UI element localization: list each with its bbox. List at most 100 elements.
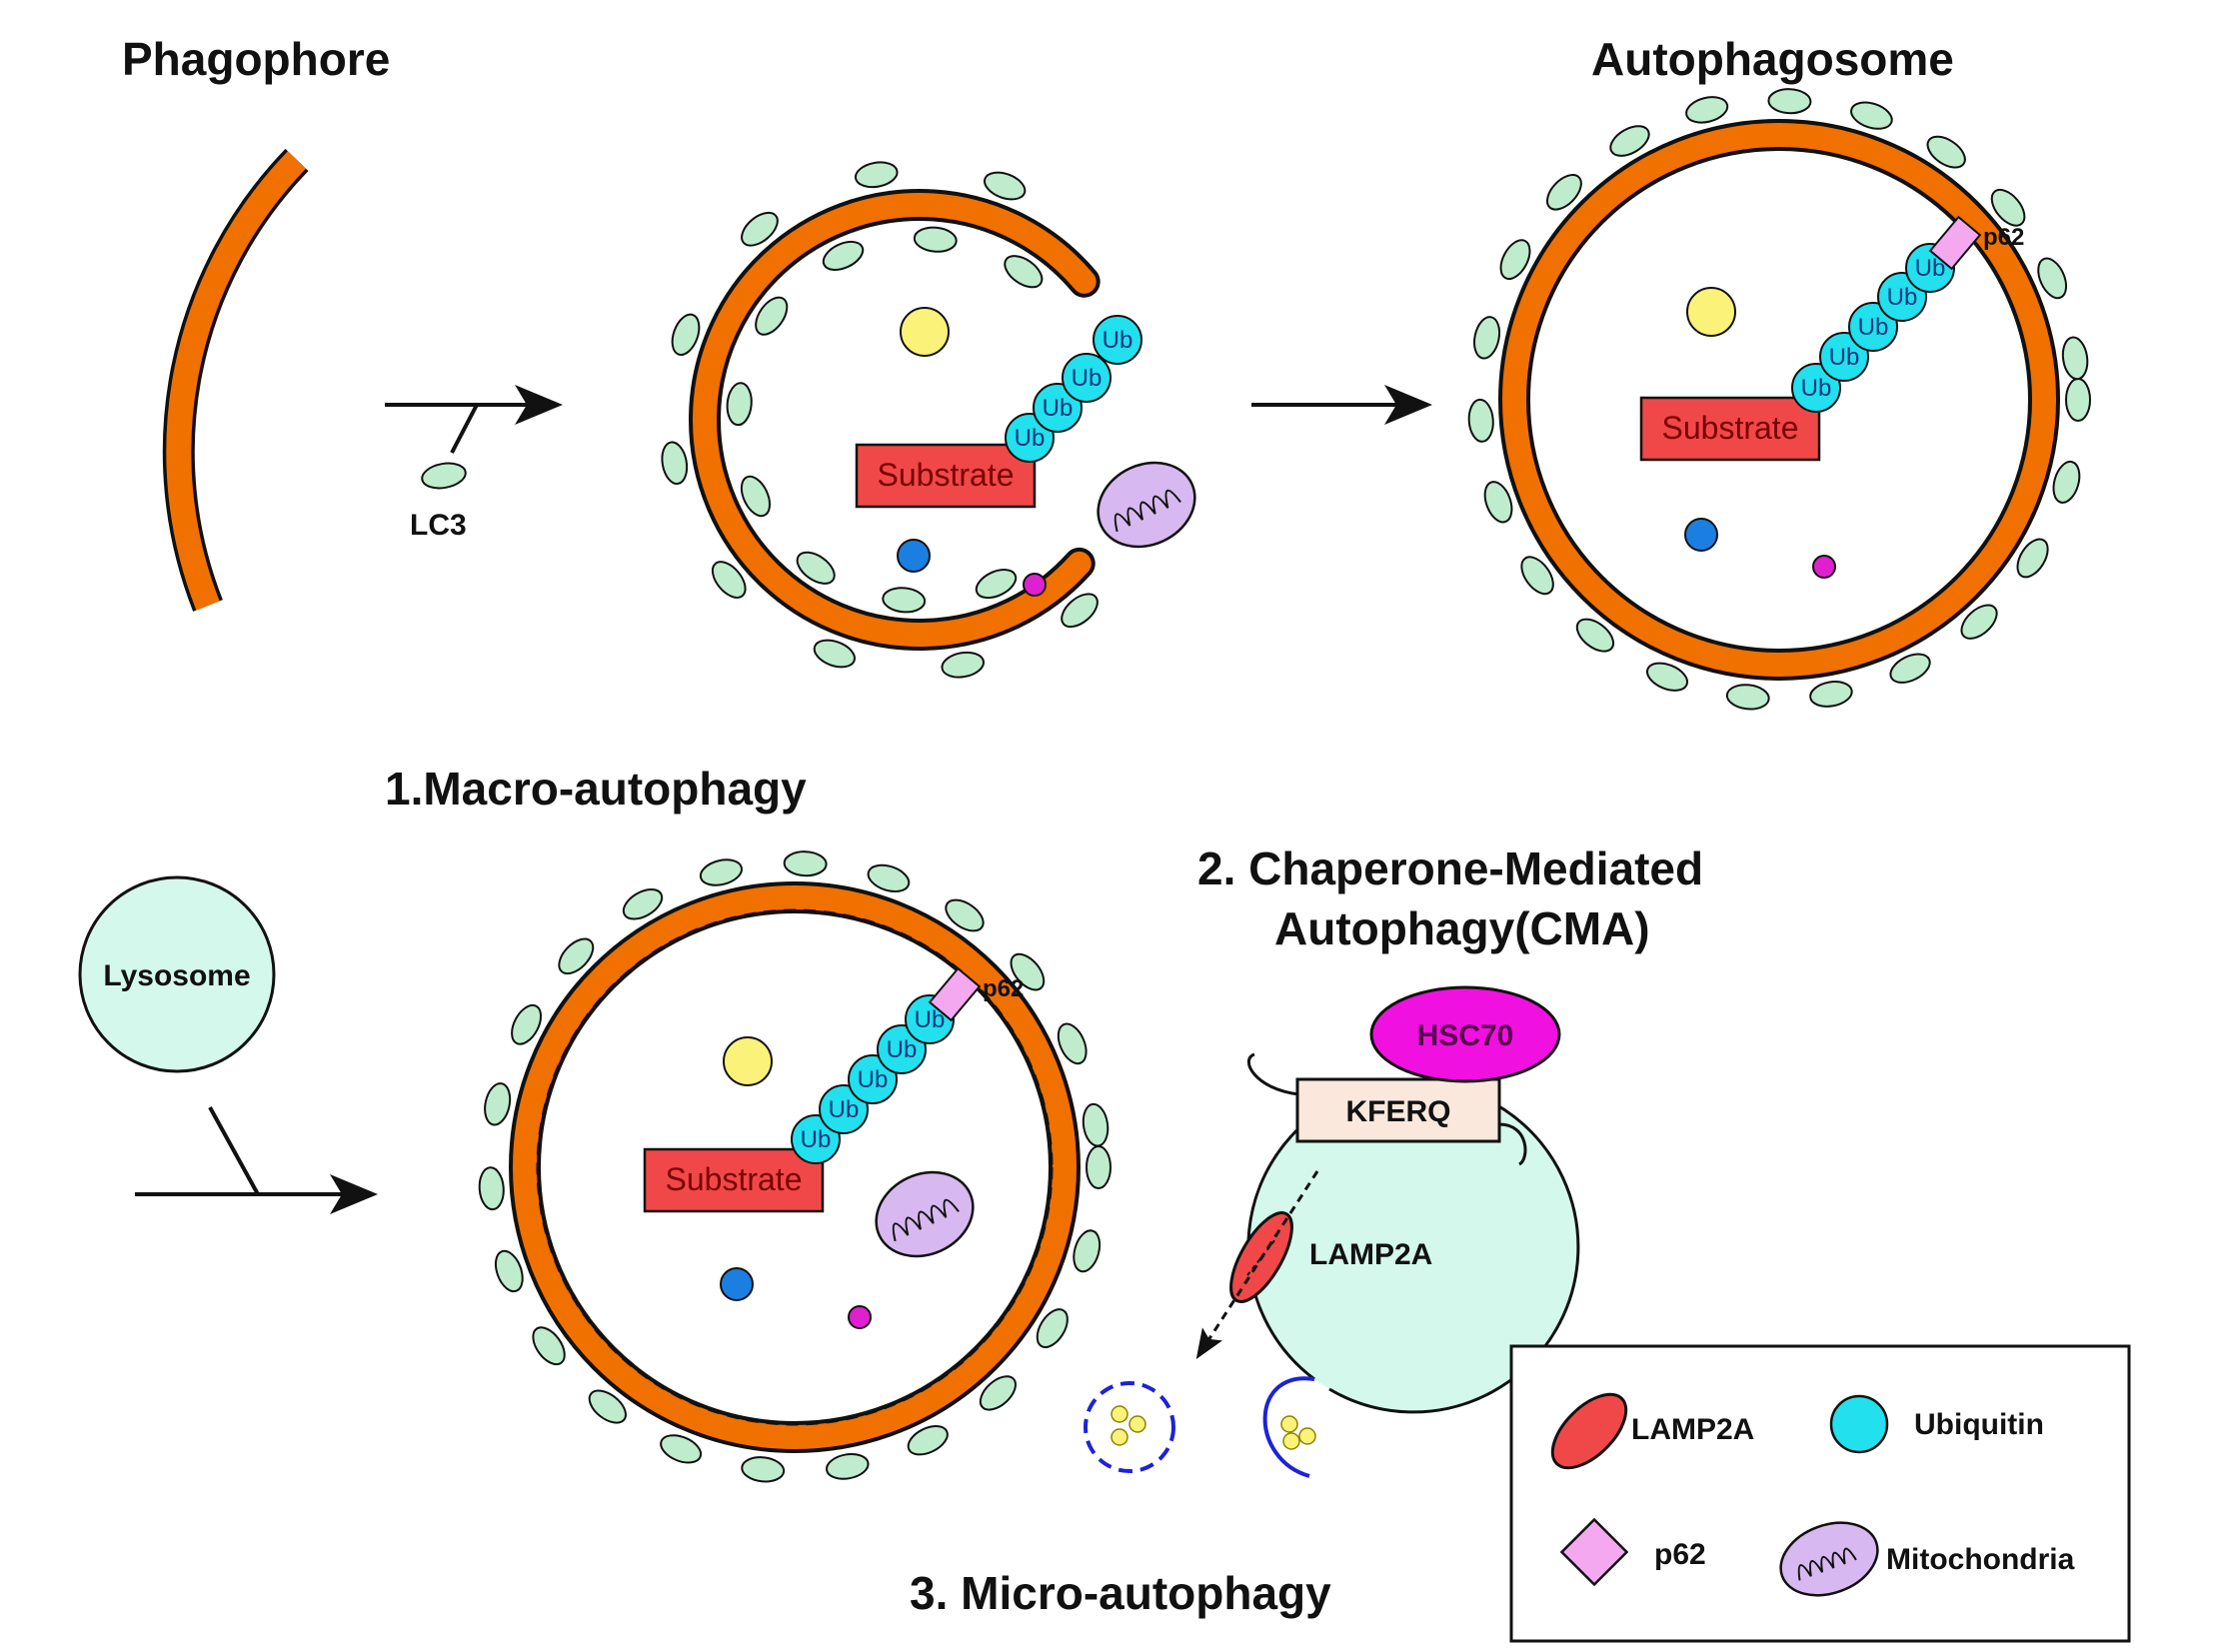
kferq-box: [1295, 1077, 1501, 1143]
autophagosome-membrane: [1502, 123, 2056, 677]
lc3-protein: [1725, 684, 1770, 711]
mitochondria-cristae: [1113, 489, 1181, 533]
ubiquitin-label: Ub: [1103, 327, 1133, 354]
lc3-protein: [1036, 1308, 1069, 1349]
lc3-protein: [1473, 316, 1501, 360]
lc3-protein: [1809, 681, 1853, 708]
lc3-protein: [1467, 398, 1494, 443]
ubiquitin-bead: [1093, 315, 1142, 365]
legend-mitochondria-label: Mitochondria: [1886, 1543, 2075, 1576]
lc3-protein: [741, 1456, 786, 1483]
macro-autophagy-title: 1.Macro-autophagy: [385, 763, 807, 815]
lc3-protein: [2037, 257, 2068, 300]
cargo-vesicle-blue: [1684, 518, 1718, 552]
lc3-protein: [1850, 101, 1893, 130]
lc3-protein: [755, 296, 789, 336]
ubiquitin-label: Ub: [1858, 314, 1889, 341]
cma-title-line1: 2. Chaperone-Mediated: [1197, 842, 1703, 894]
lc3-protein: [711, 561, 747, 599]
lc3-protein: [854, 161, 899, 189]
lc3-protein: [975, 569, 1018, 600]
cargo-vesicle-yellow: [1686, 287, 1736, 337]
lc3-protein: [1010, 952, 1046, 991]
ubiquitin-label: Ub: [858, 1066, 889, 1093]
lc3-protein: [813, 639, 856, 669]
lysosome-circle: [78, 875, 276, 1073]
lc3-protein: [1520, 556, 1554, 596]
ubiquitin-label: Ub: [801, 1126, 832, 1153]
lc3-protein: [882, 587, 927, 614]
lysosome-inner-membrane: [536, 908, 1054, 1426]
lc3-protein: [511, 1003, 543, 1045]
kferq-hsc70-complex: [1247, 985, 1561, 1166]
lc3-protein: [1057, 1022, 1088, 1065]
lc3-protein: [945, 898, 985, 932]
substrate-label: Substrate: [878, 457, 1015, 493]
lc3-protein: [660, 1434, 703, 1464]
lc3-protein: [726, 382, 753, 427]
lc3-protein: [1767, 88, 1812, 115]
lc3-protein: [1545, 174, 1582, 211]
lamp2a-icon: [1550, 1392, 1628, 1470]
substrate-box: [855, 443, 1037, 509]
cargo-vesicle-yellow: [723, 1036, 773, 1086]
lc3-protein: [1646, 662, 1688, 692]
lc3-protein: [484, 1082, 512, 1126]
lc3-protein: [1086, 1145, 1111, 1189]
lc3-arrow: [385, 385, 563, 490]
lc3-protein: [1926, 135, 1966, 169]
substrate-box: [643, 1147, 825, 1213]
autophagosome-title: Autophagosome: [1591, 33, 1954, 85]
hsc70-label: HSC70: [1417, 1019, 1514, 1052]
lc3-protein: [1061, 593, 1099, 629]
lc3-protein: [2061, 336, 2089, 381]
legend: LAMP2A Ubiquitin p62 Mitochondria: [1509, 1344, 2131, 1643]
substrate-label: Substrate: [1662, 410, 1799, 446]
lc3-protein: [822, 240, 865, 271]
p62-adaptor: [928, 966, 982, 1022]
lc3-protein: [1483, 481, 1513, 524]
cargo-vesicle-magenta: [848, 1305, 872, 1329]
fusion-arrow: [135, 1106, 378, 1214]
kferq-label: KFERQ: [1346, 1095, 1451, 1128]
substrate-box: [1639, 396, 1821, 462]
lc3-protein: [622, 887, 664, 920]
cargo-vesicle-magenta: [1023, 573, 1047, 597]
lc3-protein: [558, 937, 595, 975]
cma-title-line2: Autophagy(CMA): [1274, 902, 1650, 954]
p62-adaptor: [1928, 215, 1982, 271]
ubiquitin-label: Ub: [887, 1036, 918, 1063]
mitochondria-organelle: [875, 1170, 975, 1258]
ubiquitin-label: Ub: [1829, 344, 1860, 371]
lysosome-label: Lysosome: [103, 959, 250, 992]
lc3-protein: [1990, 188, 2026, 227]
phagophore-membrane: [162, 148, 309, 612]
phagophore-title: Phagophore: [122, 33, 390, 85]
ubiquitin-label: Ub: [1887, 284, 1918, 311]
mitochondria-cristae: [892, 1198, 960, 1242]
ubiquitin-label: Ub: [1072, 365, 1103, 392]
ubiquitin-label: Ub: [1801, 375, 1832, 402]
mitochondria-icon: [1779, 1521, 1879, 1597]
lc3-protein: [2052, 460, 2081, 504]
p62-label: p62: [1983, 224, 2024, 251]
lc3-protein: [741, 211, 779, 247]
cargo-vesicle-magenta: [1812, 555, 1836, 579]
lc3-protein: [907, 1425, 949, 1456]
lc3-icon: [421, 462, 467, 490]
cargo-vesicle-yellow: [900, 307, 950, 357]
lc3-protein: [1499, 239, 1531, 281]
lc3-protein: [941, 651, 986, 679]
lc3-protein: [2016, 538, 2049, 579]
membranes-layer: [509, 119, 2060, 1453]
lc3-protein: [532, 1326, 566, 1366]
cargo-layer: SubstrateUbUbUbUbSubstrateUbUbUbUbUbp62S…: [643, 215, 2024, 1329]
lamp2a-label: LAMP2A: [1309, 1238, 1432, 1271]
lc3-protein: [1609, 125, 1650, 157]
lc3-protein: [1685, 96, 1729, 124]
lc3-protein: [1960, 604, 1998, 640]
lc3-protein: [671, 313, 701, 356]
lc3-protein: [478, 1166, 505, 1211]
lc3-protein: [783, 850, 828, 877]
